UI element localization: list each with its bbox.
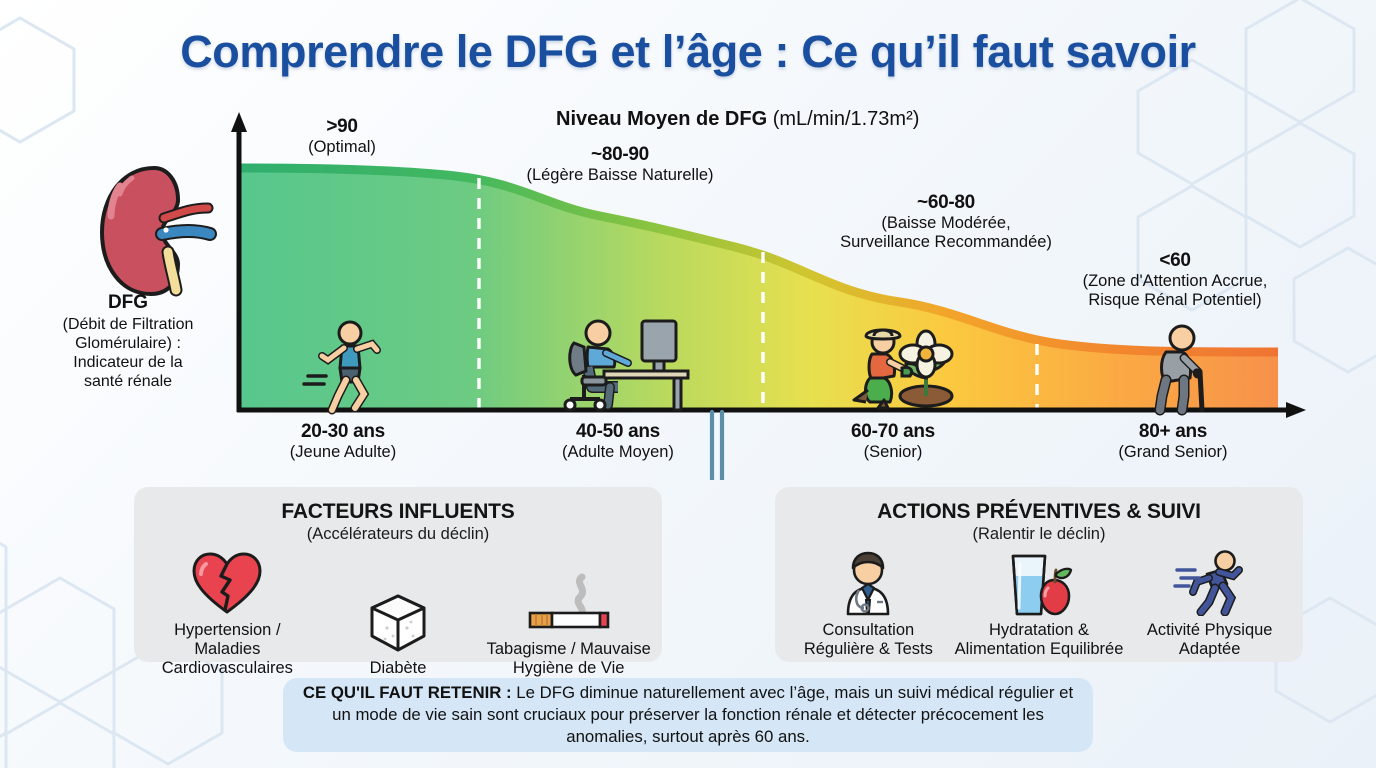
action-item-activity: Activité Physique Adaptée [1124,550,1295,659]
panel-left-title: FACTEURS INFLUENTS [281,500,515,523]
gardener-icon [852,328,954,410]
zone4-note-l1: (Zone d'Attention Accrue, [1082,272,1268,291]
key-takeaway-text: CE QU'IL FAUT RETENIR : Le DFG diminue n… [283,682,1093,749]
panel-risk-factors: FACTEURS INFLUENTS (Accélérateurs du déc… [134,487,662,677]
page-title: Comprendre le DFG et l’âge : Ce qu’il fa… [180,26,1196,77]
x-axis-label-40-50: 40-50 ans (Adulte Moyen) [533,421,703,463]
factor-item-hypertension: Hypertension / Maladies Cardiovasculaire… [142,550,313,677]
panel-right-title: ACTIONS PRÉVENTIVES & SUIVI [877,500,1201,523]
kidney-line1: (Débit de Filtration [62,315,194,333]
zone-annotation-moderate-decline: ~60-80 (Baisse Modérée, Surveillance Rec… [806,192,1086,252]
x-label-sub: (Adulte Moyen) [562,443,674,462]
action-caption: Hydratation & Alimentation Equilibrée [954,621,1124,658]
action-caption: Consultation Régulière & Tests [803,621,933,658]
zone1-note: (Optimal) [308,138,376,157]
x-label-main: 80+ ans [1138,421,1208,442]
x-axis-label-60-70: 60-70 ans (Senior) [808,421,978,463]
kidney-title: DFG [107,292,149,313]
doctor-icon [832,550,904,616]
x-label-sub: (Senior) [863,443,923,462]
zone-annotation-high-attention: <60 (Zone d'Attention Accrue, Risque Rén… [1040,250,1310,310]
kidney-line3: Indicateur de la [73,354,183,372]
elder-with-cane-icon [1154,324,1205,416]
panel-left-subtitle: (Accélérateurs du déclin) [306,525,490,543]
chart-svg [100,112,1306,519]
chart-axis-title: Niveau Moyen de DFG (mL/min/1.73m²) [556,108,919,131]
factor-caption: Hypertension / Maladies Cardiovasculaire… [161,621,293,677]
factor-item-smoking: Tabagisme / Mauvaise Hygiène de Vie [483,569,654,678]
zone4-value: <60 [1159,250,1191,271]
x-axis-label-20-30: 20-30 ans (Jeune Adulte) [258,421,428,463]
axis-title-main: Niveau Moyen de DFG [556,108,768,130]
factor-item-diabetes: Diabète [313,588,484,678]
broken-heart-icon [192,550,262,616]
factor-caption: Diabète [369,658,427,677]
key-takeaway-banner: CE QU'IL FAUT RETENIR : Le DFG diminue n… [283,678,1093,752]
x-label-sub: (Grand Senior) [1118,443,1228,462]
zone-annotation-optimal: >90 (Optimal) [262,116,422,157]
kidney-line4: santé rénale [83,373,173,391]
office-worker-icon [563,319,690,412]
x-label-sub: (Jeune Adulte) [289,443,397,462]
zone2-value: ~80-90 [591,144,649,165]
y-axis [231,112,247,412]
runner-figure-icon [302,320,381,415]
zone4-note-l2: Risque Rénal Potentiel) [1088,291,1262,310]
sugar-cube-icon [367,588,429,654]
x-axis [237,402,1306,418]
x-label-main: 60-70 ans [851,421,935,442]
kidney-caption: DFG (Débit de Filtration Glomérulaire) :… [28,292,228,392]
action-caption: Activité Physique Adaptée [1146,621,1273,658]
x-label-main: 40-50 ans [576,421,660,442]
action-item-hydration: Hydratation & Alimentation Equilibrée [954,550,1125,659]
zone1-value: >90 [326,116,358,137]
factor-caption: Tabagisme / Mauvaise Hygiène de Vie [486,639,651,677]
kidney-icon [100,166,217,297]
key-takeaway-lead: CE QU'IL FAUT RETENIR : [302,682,512,702]
dfg-age-chart: Niveau Moyen de DFG (mL/min/1.73m²) >90 … [28,108,1310,519]
dfg-area-fill [240,168,1278,410]
zone3-note-l2: Surveillance Recommandée) [840,233,1052,252]
axis-title-unit: (mL/min/1.73m²) [767,108,920,130]
x-axis-label-80-plus: 80+ ans (Grand Senior) [1088,421,1258,463]
zone3-note-l1: (Baisse Modérée, [881,214,1011,233]
cigarette-icon [526,569,612,635]
zone2-note: (Légère Baisse Naturelle) [526,166,714,185]
x-label-main: 20-30 ans [301,421,385,442]
zone3-value: ~60-80 [917,192,975,213]
action-item-consultation: Consultation Régulière & Tests [783,550,954,659]
kidney-line2: Glomérulaire) : [75,334,181,352]
key-takeaway-body: Le DFG diminue naturellement avec l’âge,… [332,682,1074,747]
water-apple-icon [999,550,1079,616]
zone-annotation-slight-decline: ~80-90 (Légère Baisse Naturelle) [495,144,745,185]
dfg-curve-line [239,163,1279,357]
running-person-icon [1172,550,1247,616]
panel-preventive-actions: ACTIONS PRÉVENTIVES & SUIVI (Ralentir le… [775,487,1303,662]
panel-right-subtitle: (Ralentir le déclin) [972,525,1106,543]
